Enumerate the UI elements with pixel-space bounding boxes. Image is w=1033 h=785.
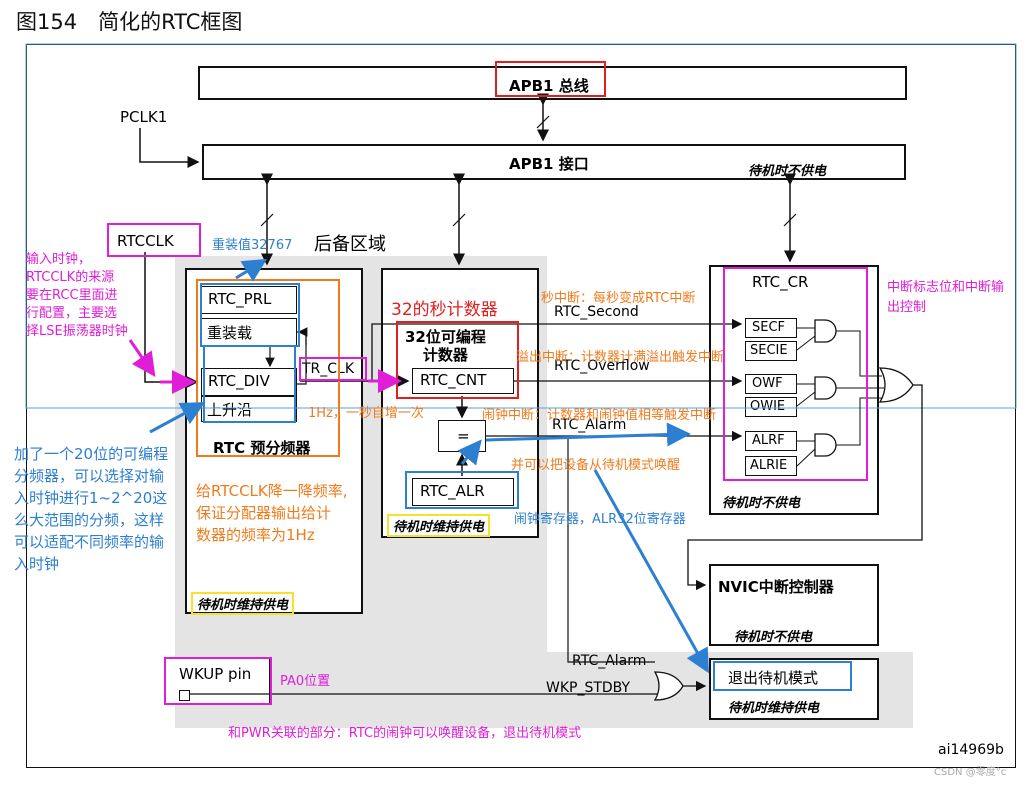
flag-output-note: 中断标志位和中断输 出控制 bbox=[887, 280, 1005, 315]
input-clock-note: 输入时钟， RTCCLK的来源 要在RCC里面进 行配置，主要选 择LSE振荡器… bbox=[26, 252, 128, 339]
figure-title: 图154 简化的RTC框图 bbox=[16, 10, 243, 34]
figure-id: ai14969b bbox=[938, 742, 1004, 758]
counter-title: 32位可编程 计数器 bbox=[405, 328, 486, 364]
rtc-alr-label: RTC_ALR bbox=[420, 482, 485, 500]
pclk1-label: PCLK1 bbox=[120, 108, 168, 126]
owie-label: OWIE bbox=[750, 399, 786, 414]
nvic-standby-label: 待机时不供电 bbox=[734, 630, 813, 645]
counter-32-note: 32的秒计数器 bbox=[391, 300, 498, 320]
nvic-label: NVIC中断控制器 bbox=[718, 578, 834, 596]
secf-box bbox=[745, 318, 797, 338]
alarm-register-note: 闹钟寄存器，ALR32位寄存器 bbox=[514, 512, 686, 527]
exit-standby-label: 退出待机模式 bbox=[728, 669, 819, 687]
prescaler-caption: RTC 预分频器 bbox=[213, 439, 311, 457]
pa0-note: PA0位置 bbox=[280, 674, 331, 689]
rtc-prl-box bbox=[201, 286, 297, 314]
alrf-box bbox=[745, 431, 797, 451]
apb1-bus-box bbox=[198, 66, 907, 100]
second-interrupt-note: 秒中断：每秒变成RTC中断 bbox=[541, 291, 696, 306]
rtc-div-box bbox=[201, 368, 297, 396]
reload-label: 重装载 bbox=[207, 324, 253, 342]
rising-edge-box bbox=[201, 396, 297, 422]
nvic-block bbox=[709, 564, 879, 646]
rtc-alarm-label: RTC_Alarm bbox=[552, 417, 627, 433]
backup-domain-label: 后备区域 bbox=[314, 234, 386, 255]
watermark: CSDN @零度°c bbox=[934, 767, 1007, 778]
prescaler-standby-keep: 待机时维持供电 bbox=[191, 592, 295, 615]
lower-frequency-note: 给RTCCLK降一降频率, 保证分配器输出给计 数器的频率为1Hz bbox=[196, 482, 348, 544]
wkp-stdby-label: WKP_STDBY bbox=[546, 680, 631, 696]
alrie-label: ALRIE bbox=[750, 458, 788, 473]
standby-no-power-label: 待机时不供电 bbox=[748, 164, 827, 179]
secie-label: SECIE bbox=[750, 343, 788, 358]
overflow-interrupt-note: 溢出中断：计数器计满溢出触发中断 bbox=[516, 350, 725, 365]
alrie-box bbox=[745, 456, 797, 476]
wkup-pin-terminal bbox=[179, 690, 190, 701]
alarm-interrupt-note: 闹钟中断：计数器和闹钟值相等触发中断 bbox=[482, 408, 717, 423]
counter-standby-keep: 待机时维持供电 bbox=[387, 514, 491, 537]
exit-standby-keep-label: 待机时维持供电 bbox=[728, 701, 820, 716]
rtc-cr-standby-label: 待机时不供电 bbox=[722, 496, 801, 511]
rtc-div-label: RTC_DIV bbox=[208, 372, 270, 390]
prescaler-20bit-note: 加了一个20位的可编程 分频器，可以选择对输 入时钟进行1~2^20这 么大范围… bbox=[14, 445, 169, 573]
owie-box bbox=[745, 397, 797, 417]
tr-clk-label: TR_CLK bbox=[302, 361, 355, 377]
owf-label: OWF bbox=[752, 376, 783, 391]
rtc-second-label: RTC_Second bbox=[554, 304, 639, 320]
rtc-prl-label: RTC_PRL bbox=[208, 290, 272, 308]
secie-box bbox=[745, 341, 797, 361]
rtc-cnt-box bbox=[412, 368, 514, 394]
rtc-overflow-label: RTC_Overflow bbox=[554, 358, 650, 374]
secf-label: SECF bbox=[752, 320, 786, 335]
apb1-bus-label: APB1 总线 bbox=[509, 77, 589, 95]
wake-device-note: 并可以把设备从待机模式唤醒 bbox=[511, 458, 681, 473]
rtcclk-label: RTCCLK bbox=[117, 232, 174, 250]
one-hz-note: 1Hz，一秒自增一次 bbox=[308, 406, 424, 421]
rising-edge-label: 上升沿 bbox=[207, 401, 253, 419]
rtc-alarm-2-label: RTC_Alarm bbox=[572, 653, 647, 669]
pwr-part-note: 和PWR关联的部分：RTC的闹钟可以唤醒设备，退出待机模式 bbox=[228, 726, 582, 741]
reload-value-note: 重装值32767 bbox=[212, 238, 293, 253]
rtc-alr-box bbox=[412, 478, 514, 506]
alrf-label: ALRF bbox=[752, 433, 785, 448]
wkup-pin-label: WKUP pin bbox=[179, 665, 252, 683]
apb1-interface-label: APB1 接口 bbox=[509, 155, 589, 173]
rtc-cr-label: RTC_CR bbox=[752, 273, 809, 291]
rtc-cnt-label: RTC_CNT bbox=[420, 371, 487, 389]
owf-box bbox=[745, 374, 797, 394]
